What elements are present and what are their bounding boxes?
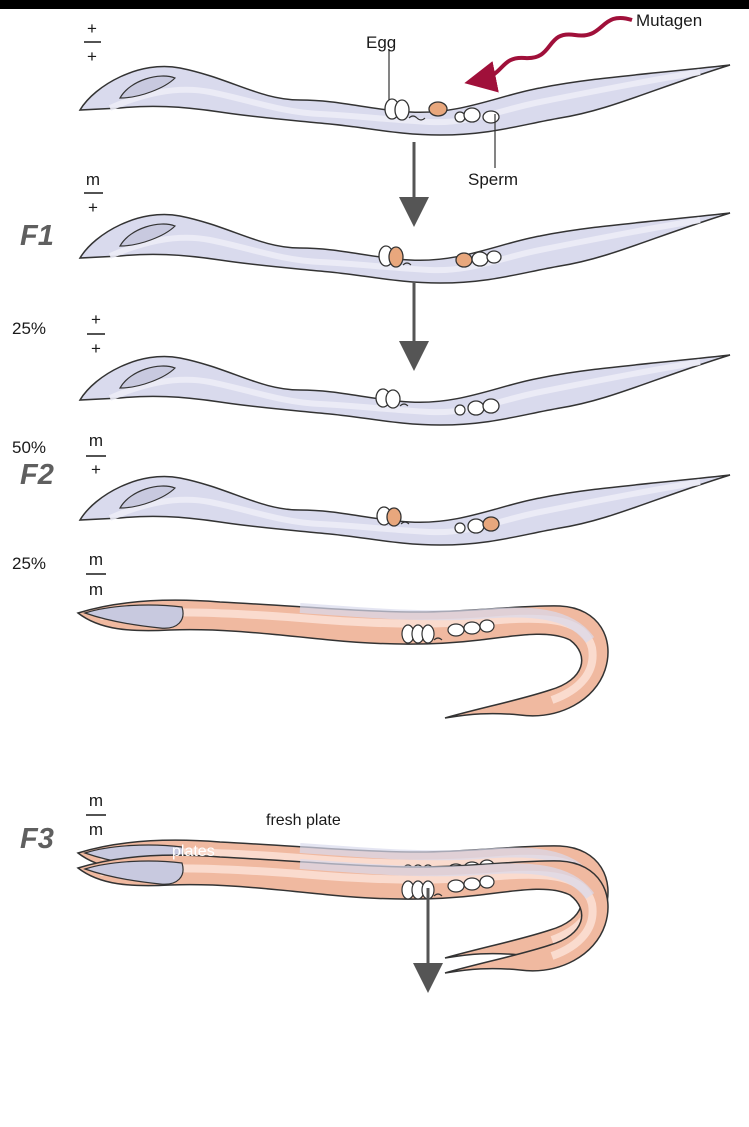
mutagen-arrow [480,18,632,80]
mutagen-label: Mutagen [636,11,702,30]
genotype-f1: m + [84,170,103,217]
generation-label-f3: F3 [20,823,54,855]
worm-f2-heterozygous [80,475,730,545]
genotype-f2-a: 25% + + [12,310,105,358]
worm-parent [80,65,730,135]
generation-label-f1: F1 [20,220,54,252]
genotype-parent-bottom: + [87,47,97,66]
genotype-f2-c-bottom: m [89,580,103,599]
genotype-f3: m m [86,791,106,839]
genotype-parent-top: + [87,19,97,38]
percent-f2-c: 25% [12,554,46,573]
egg-label: Egg [366,33,396,52]
worm-f1 [80,213,730,283]
worm-f3-offspring [78,855,608,973]
genotype-parent: + + [84,19,101,66]
genotype-f2-b-bottom: + [91,460,101,479]
genotype-f2-b-top: m [89,431,103,450]
genotype-f3-bottom: m [89,820,103,839]
plates-label: plates [172,843,215,860]
genotype-f1-bottom: + [88,198,98,217]
genotype-f2-a-bottom: + [91,339,101,358]
fresh-plate-label: fresh plate [266,812,341,829]
percent-f2-b: 50% [12,438,46,457]
worm-f2-wildtype [80,355,730,425]
genotype-f2-a-top: + [91,310,101,329]
worm-f2-mutant [78,600,608,718]
sperm-label: Sperm [468,170,518,189]
genotype-f1-top: m [86,170,100,189]
generation-label-f2: F2 [20,459,54,491]
percent-f2-a: 25% [12,319,46,338]
genotype-f3-top: m [89,791,103,810]
genotype-f2-c: 25% m m [12,550,106,599]
genotype-f2-c-top: m [89,550,103,569]
